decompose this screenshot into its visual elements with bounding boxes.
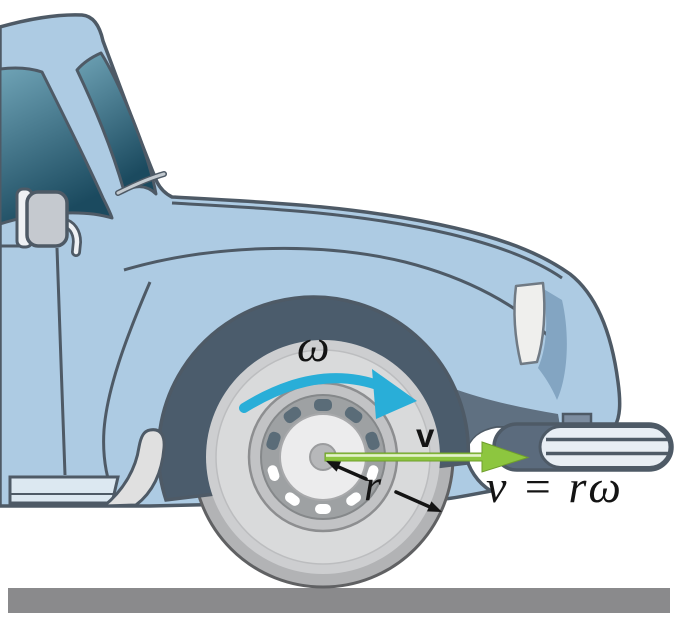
rim-slots — [266, 399, 380, 514]
angular-velocity-annotation: ω — [239, 320, 417, 419]
fender-crease-line — [123, 246, 554, 342]
velocity-label: v — [416, 417, 435, 454]
radius-arrowhead-center — [326, 461, 341, 472]
side-mirror — [15, 187, 83, 257]
rocker-panel — [8, 475, 120, 505]
omega-label: ω — [297, 320, 329, 371]
radius-label: r — [364, 461, 382, 510]
mud-flap — [102, 428, 166, 508]
mirror-glass — [25, 190, 69, 248]
radius-arrow-shaft — [335, 464, 432, 509]
hood-seam-line — [171, 201, 563, 280]
velocity-annotation: v — [324, 417, 530, 473]
ground-bar — [8, 588, 670, 613]
rotation-arrowhead — [372, 369, 417, 419]
signal-shadow — [538, 288, 567, 400]
car-body — [0, 13, 622, 508]
bumper-stripes — [546, 437, 668, 456]
bumper-shadow — [452, 388, 560, 452]
door-seam-rear — [55, 247, 67, 476]
turn-signal — [513, 281, 546, 366]
velocity-arrow-highlight — [326, 454, 481, 457]
front-details — [452, 281, 567, 452]
front-bumper — [492, 412, 674, 472]
velocity-arrow — [324, 441, 530, 473]
equation-label: v = rω — [486, 461, 623, 512]
bumper-chrome — [538, 425, 672, 469]
windshield-wiper — [116, 172, 166, 195]
rotation-arc — [239, 373, 388, 413]
radius-annotation: r — [326, 461, 442, 512]
radius-arrowhead-rim — [427, 501, 442, 512]
